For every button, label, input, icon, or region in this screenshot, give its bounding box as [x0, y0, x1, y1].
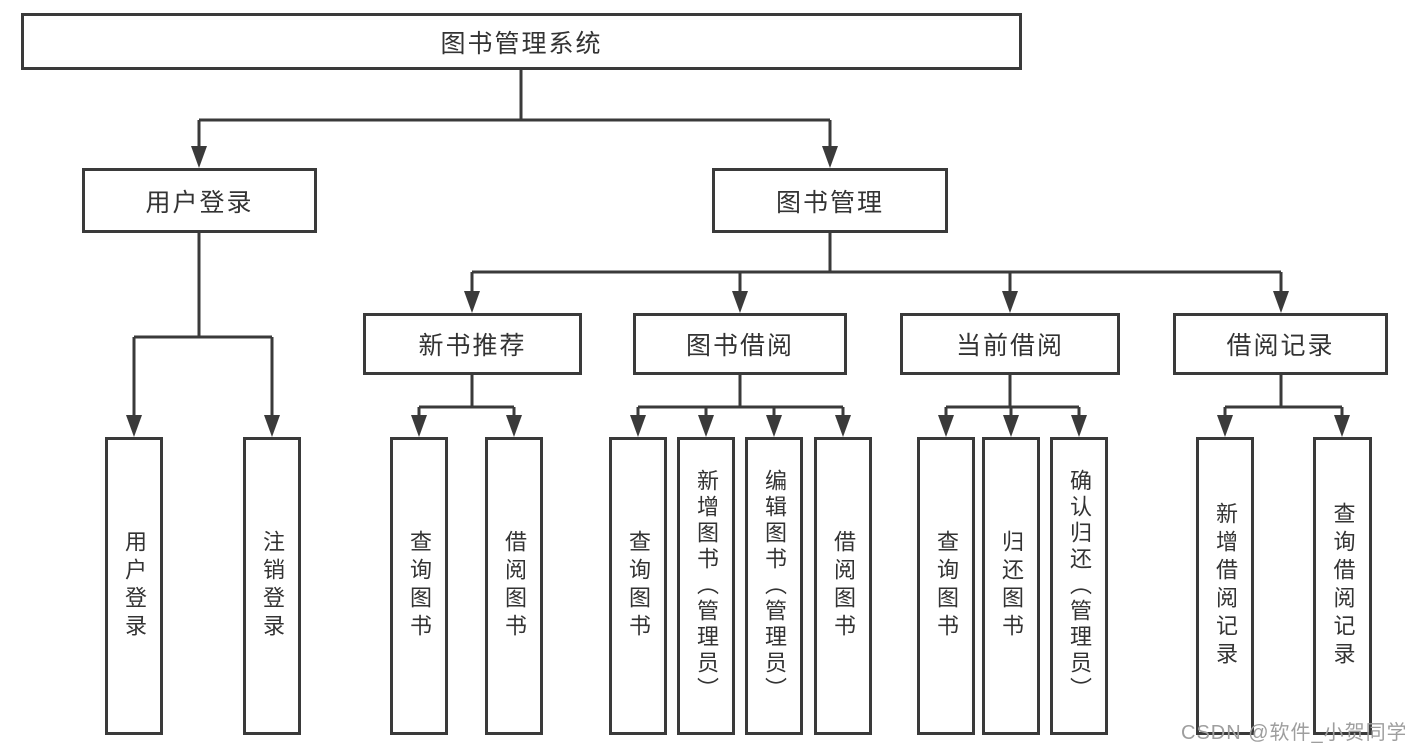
- node-user-login: 用户登录: [82, 168, 317, 233]
- leaf-add-books-admin-label: 新增图书（管理员）: [694, 469, 719, 703]
- watermark: CSDN @软件_小贺同学: [1181, 722, 1405, 744]
- leaf-confirm-return-admin: 确认归还（管理员）: [1050, 437, 1108, 735]
- leaf-edit-books-admin: 编辑图书（管理员）: [745, 437, 803, 735]
- leaf-borrow-books-2-label: 借阅图书: [831, 530, 856, 642]
- leaf-borrow-books-1-label: 借阅图书: [502, 530, 527, 642]
- leaf-return-books: 归还图书: [982, 437, 1040, 735]
- node-new-book-recommend: 新书推荐: [363, 313, 582, 375]
- leaf-query-books-2-label: 查询图书: [626, 530, 651, 642]
- node-borrow-records: 借阅记录: [1173, 313, 1388, 375]
- node-book-management: 图书管理: [712, 168, 948, 233]
- leaf-query-books-1: 查询图书: [390, 437, 448, 735]
- leaf-edit-books-admin-label: 编辑图书（管理员）: [762, 469, 787, 703]
- leaf-borrow-books-1: 借阅图书: [485, 437, 543, 735]
- leaf-confirm-return-admin-label: 确认归还（管理员）: [1067, 469, 1092, 703]
- leaf-logout-label: 注销登录: [260, 530, 285, 642]
- node-current-borrow: 当前借阅: [900, 313, 1120, 375]
- node-book-borrow: 图书借阅: [633, 313, 847, 375]
- leaf-user-login: 用户登录: [105, 437, 163, 735]
- leaf-borrow-books-2: 借阅图书: [814, 437, 872, 735]
- leaf-add-borrow-record-label: 新增借阅记录: [1213, 502, 1238, 670]
- leaf-add-borrow-record: 新增借阅记录: [1196, 437, 1254, 735]
- leaf-return-books-label: 归还图书: [999, 530, 1024, 642]
- leaf-query-borrow-record-label: 查询借阅记录: [1330, 502, 1356, 670]
- leaf-add-books-admin: 新增图书（管理员）: [677, 437, 735, 735]
- leaf-logout: 注销登录: [243, 437, 301, 735]
- node-root-library-system: 图书管理系统: [21, 13, 1022, 70]
- leaf-query-books-1-label: 查询图书: [407, 530, 432, 642]
- leaf-query-books-3: 查询图书: [917, 437, 975, 735]
- leaf-query-books-3-label: 查询图书: [934, 530, 959, 642]
- leaf-query-borrow-record: 查询借阅记录: [1313, 437, 1372, 735]
- leaf-query-books-2: 查询图书: [609, 437, 667, 735]
- leaf-user-login-label: 用户登录: [122, 530, 147, 642]
